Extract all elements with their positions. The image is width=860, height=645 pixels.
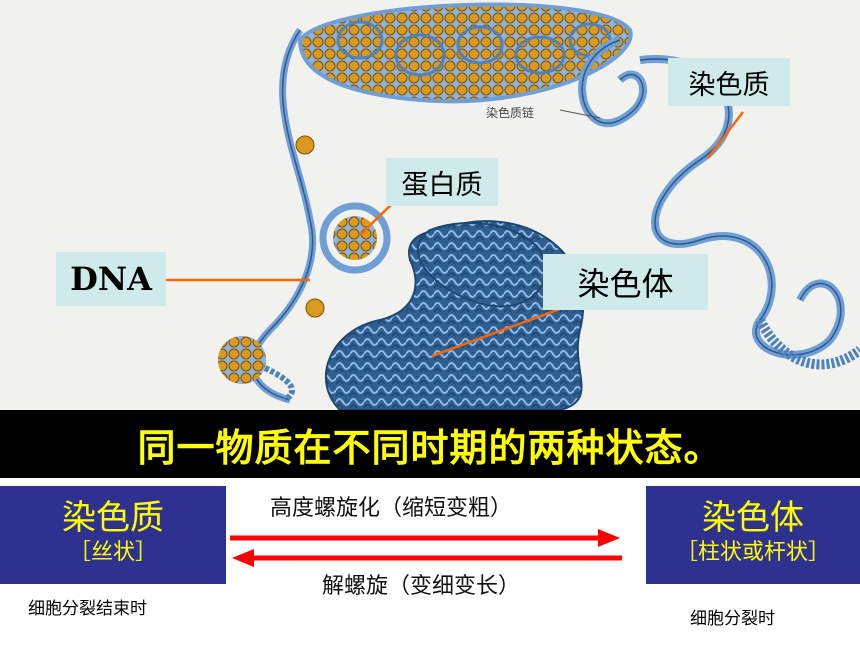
- chromatin-time-label: 细胞分裂结束时: [28, 599, 147, 619]
- backward-arrow: [232, 549, 622, 567]
- chromatin-state-name: 染色质: [62, 498, 164, 538]
- dna-label: DNA: [56, 252, 166, 306]
- forward-arrow: [230, 529, 620, 547]
- conversion-arrows: [230, 529, 622, 567]
- chromatin-chain-label: 染色质链: [486, 106, 535, 120]
- protein-label: 蛋白质: [386, 158, 498, 206]
- coil-mass: [297, 2, 633, 104]
- backward-arrow-label: 解螺旋（变细变长）: [322, 574, 521, 599]
- banner-title: 同一物质在不同时期的两种状态。: [0, 410, 860, 478]
- state-comparison: 染色质 ［丝状］ 染色体 ［柱状或杆状］ 高度螺旋化（缩短变粗） 解螺旋（变细变…: [0, 478, 860, 645]
- chromosome-time-label: 细胞分裂时: [690, 609, 775, 629]
- pointer-lines: [166, 111, 744, 358]
- chromatin-state-form: ［丝状］: [68, 540, 157, 565]
- chromosome-state-box: 染色体 ［柱状或杆状］: [646, 486, 860, 584]
- chromatin-label: 染色质: [668, 58, 790, 106]
- forward-arrow-label: 高度螺旋化（缩短变粗）: [270, 496, 513, 521]
- chromosome-state-form: ［柱状或杆状］: [675, 540, 830, 565]
- chromosome-label: 染色体: [543, 254, 708, 310]
- chromatin-state-box: 染色质 ［丝状］: [0, 486, 226, 584]
- chromosome-state-name: 染色体: [702, 498, 804, 538]
